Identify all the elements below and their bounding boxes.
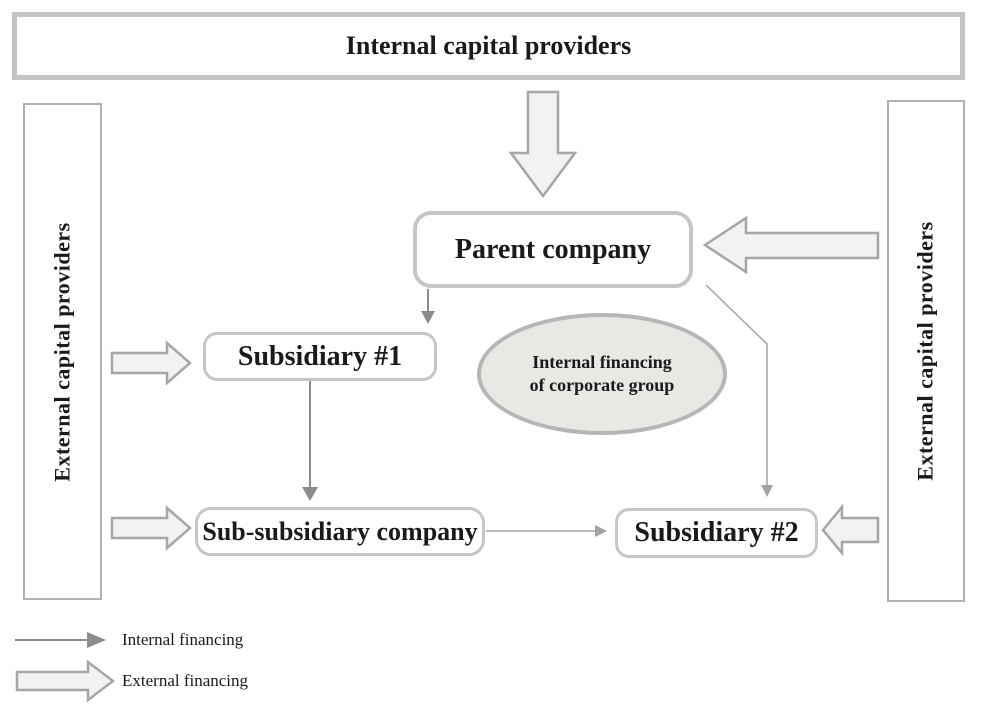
internal-capital-providers-box: Internal capital providers [12,12,965,80]
block-arrow-right-to-parent [702,215,880,275]
legend-external-arrow-icon [15,659,116,703]
subsidiary-2-label: Subsidiary #2 [634,517,799,548]
thin-arrow-subsidiary1-to-subsubsidiary [302,381,318,501]
block-arrow-left-to-subsidiary1 [110,340,192,386]
sub-subsidiary-node: Sub-subsidiary company [195,507,485,556]
external-capital-providers-right-label: External capital providers [913,221,938,481]
block-arrow-right-to-subsidiary2 [821,503,880,557]
legend-internal-label: Internal financing [122,630,244,649]
block-arrow-internal-providers-to-parent [508,90,578,199]
external-capital-providers-left-label: External capital providers [49,221,75,482]
external-capital-providers-left-box: External capital providers [23,103,102,600]
legend-internal-arrow-icon [15,632,106,648]
sub-subsidiary-label: Sub-subsidiary company [202,516,478,546]
internal-financing-ellipse-line1: Internal financing [532,351,672,372]
thin-arrow-parent-to-subsidiary1 [421,289,435,324]
subsidiary-2-node: Subsidiary #2 [615,508,818,558]
internal-capital-providers-label: Internal capital providers [345,31,632,60]
legend-external-label: External financing [122,671,249,690]
internal-financing-ellipse-line2: of corporate group [529,375,675,395]
block-arrow-left-to-subsubsidiary [110,505,192,551]
subsidiary-1-node: Subsidiary #1 [203,332,437,381]
internal-financing-ellipse: Internal financing of corporate group [477,313,727,435]
subsidiary-1-label: Subsidiary #1 [237,340,403,372]
thin-arrow-subsubsidiary-to-subsidiary2 [486,525,607,537]
parent-company-label: Parent company [454,233,652,265]
parent-company-node: Parent company [413,211,693,288]
external-capital-providers-right-box: External capital providers [887,100,965,602]
